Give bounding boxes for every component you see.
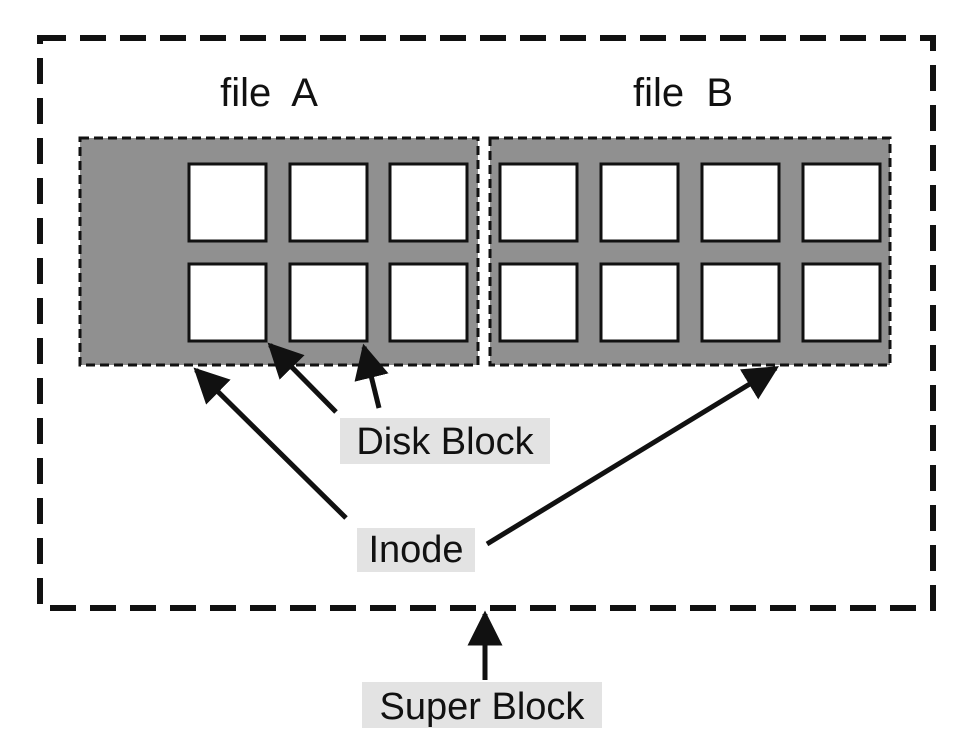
inode-label-bg (357, 528, 475, 572)
disk-block (288, 162, 369, 243)
disk-block (599, 262, 680, 343)
inode-arrow-file-a (193, 367, 348, 520)
disk-block-label-bg (340, 418, 550, 464)
disk-block (498, 162, 579, 243)
disk-block-label-text: Disk Block (356, 421, 534, 463)
disk-block-label: Disk Block (340, 418, 550, 464)
file-a-disk-blocks (187, 162, 469, 343)
inode-label: Inode (357, 528, 475, 572)
super-block-label-bg (362, 682, 602, 728)
disk-block (388, 162, 469, 243)
disk-block (599, 162, 680, 243)
disk-block (187, 262, 268, 343)
disk-block (388, 262, 469, 343)
file-b-label: file B (633, 71, 733, 115)
inode-label-text: Inode (368, 529, 463, 571)
disk-block (801, 162, 882, 243)
disk-block (288, 262, 369, 343)
disk-block (801, 262, 882, 343)
disk-block-arrow-right (354, 343, 389, 409)
disk-block (498, 262, 579, 343)
file-a-label: file A (220, 71, 318, 115)
disk-block (187, 162, 268, 243)
file-b-disk-blocks (498, 162, 882, 343)
super-block-boundary (37, 35, 936, 611)
super-block-label: Super Block (362, 682, 602, 728)
disk-block-arrow-left (267, 342, 338, 414)
disk-block (700, 262, 781, 343)
inode-arrow-file-b (485, 365, 779, 547)
disk-block (700, 162, 781, 243)
super-block-label-text: Super Block (380, 686, 586, 728)
